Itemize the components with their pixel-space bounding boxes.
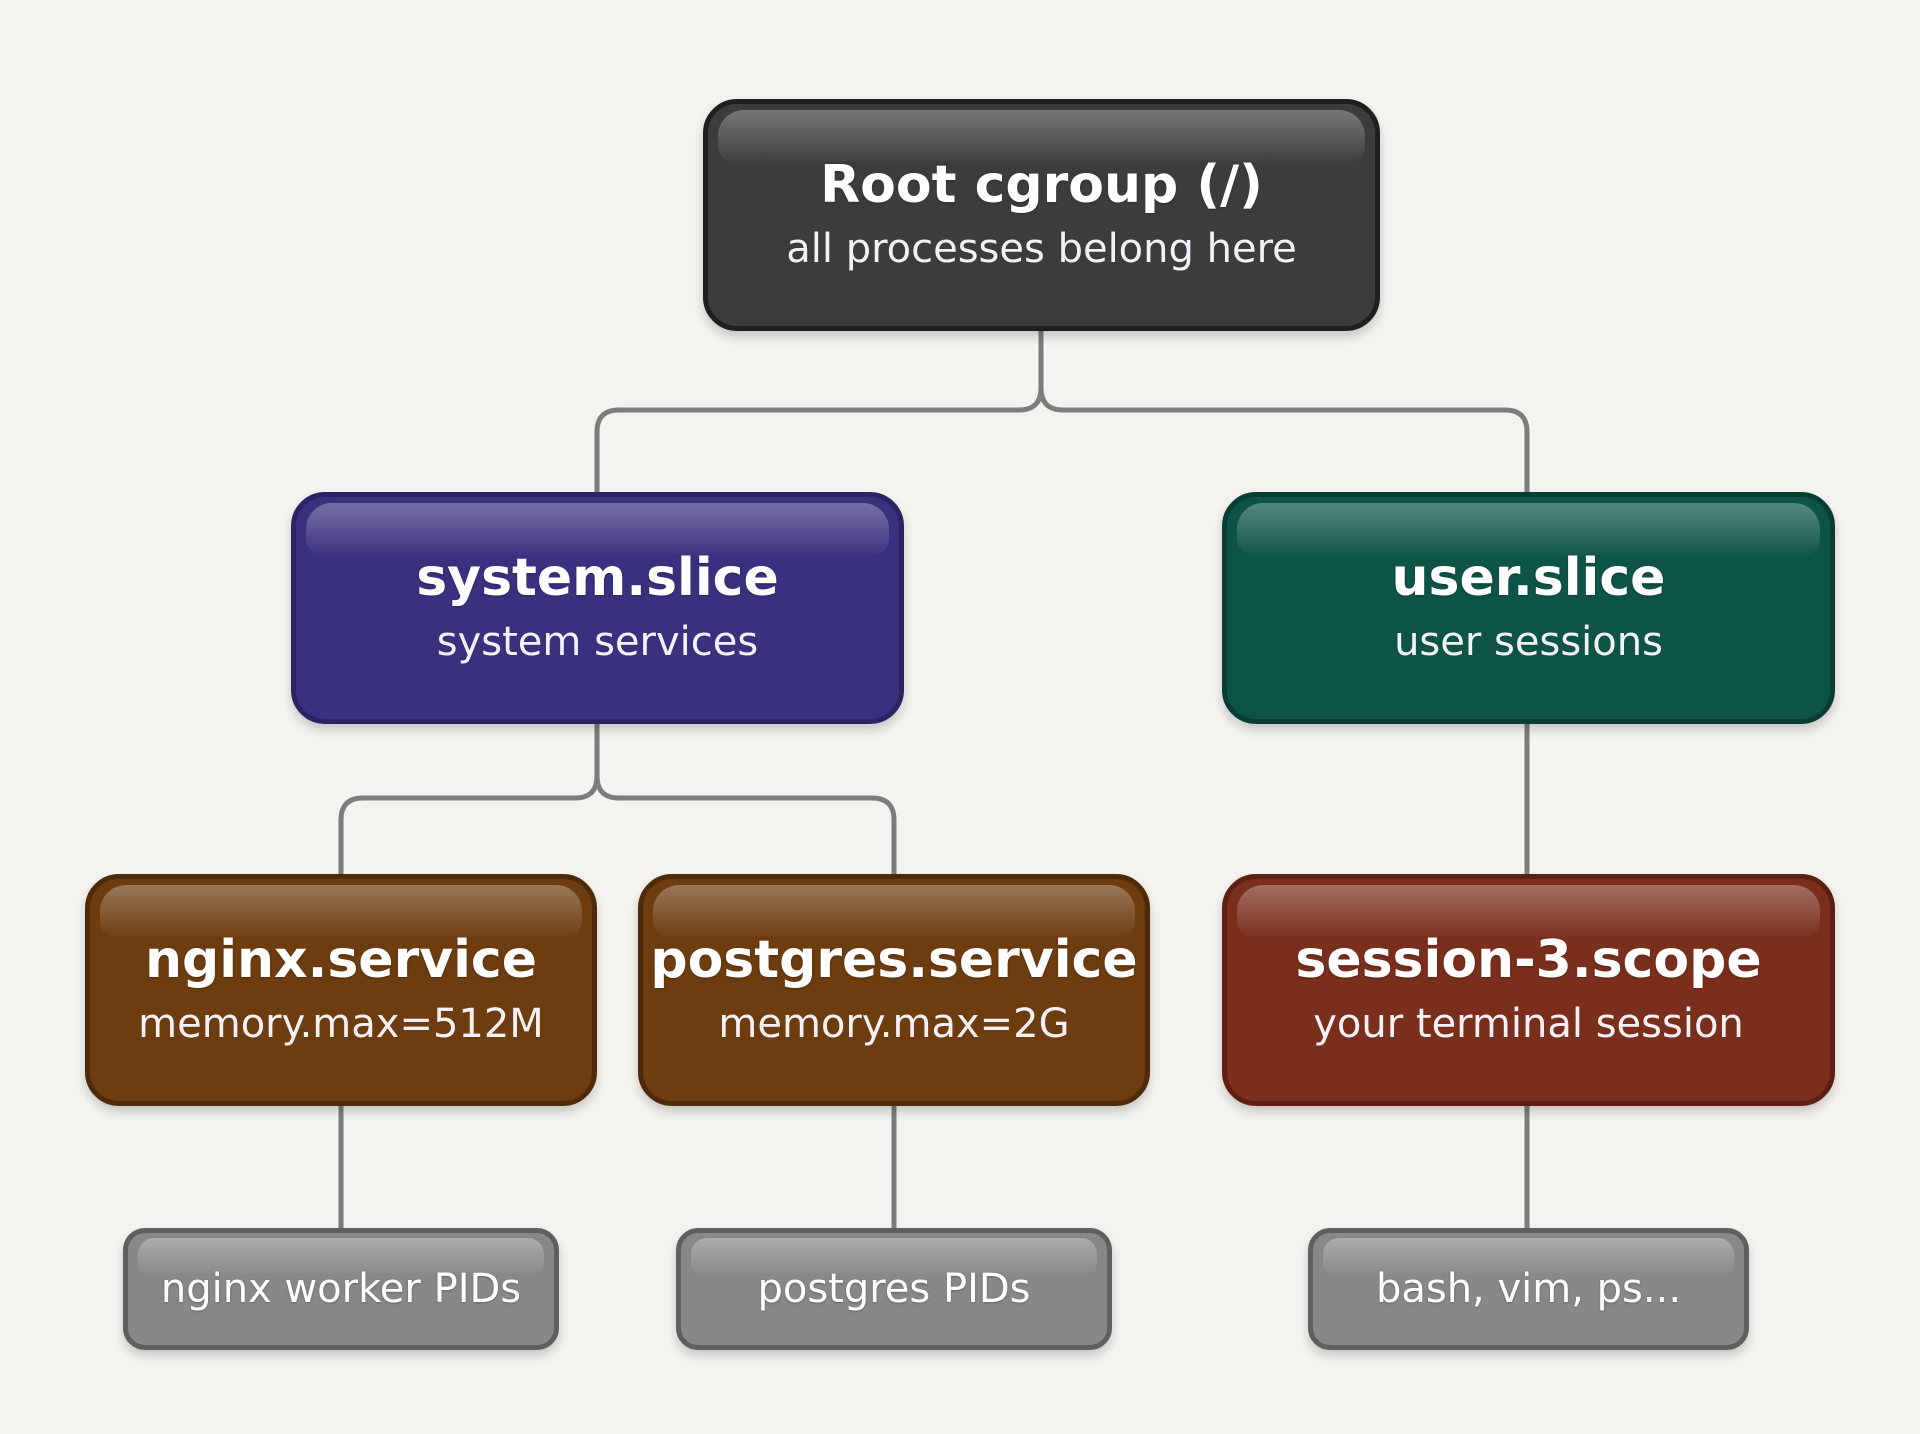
- node-title: postgres.service: [650, 930, 1138, 991]
- node-title: Root cgroup (/): [820, 155, 1263, 216]
- node-subtitle: your terminal session: [1313, 1000, 1744, 1047]
- user-slice-node: user.slice user sessions: [1222, 492, 1835, 724]
- node-title: session-3.scope: [1295, 930, 1762, 991]
- node-subtitle: memory.max=512M: [138, 1000, 544, 1047]
- node-title: user.slice: [1391, 548, 1666, 609]
- leaf-label: nginx worker PIDs: [160, 1266, 522, 1312]
- root-cgroup-node: Root cgroup (/) all processes belong her…: [703, 99, 1380, 331]
- node-subtitle: all processes belong here: [786, 225, 1297, 272]
- node-subtitle: memory.max=2G: [718, 1000, 1070, 1047]
- postgres-pids-leaf: postgres PIDs: [676, 1228, 1112, 1350]
- edge-root-to-user-slice: [1038, 328, 1530, 495]
- session-scope-node: session-3.scope your terminal session: [1222, 874, 1835, 1106]
- nginx-service-node: nginx.service memory.max=512M: [85, 874, 597, 1106]
- system-slice-node: system.slice system services: [291, 492, 904, 724]
- nginx-pids-leaf: nginx worker PIDs: [123, 1228, 559, 1350]
- edge-system-slice-to-nginx-service: [338, 721, 600, 877]
- postgres-service-node: postgres.service memory.max=2G: [638, 874, 1150, 1106]
- leaf-label: bash, vim, ps...: [1375, 1266, 1682, 1312]
- node-subtitle: user sessions: [1394, 618, 1663, 665]
- node-subtitle: system services: [436, 618, 759, 665]
- session-pids-leaf: bash, vim, ps...: [1308, 1228, 1749, 1350]
- node-title: nginx.service: [144, 930, 538, 991]
- leaf-label: postgres PIDs: [757, 1266, 1031, 1312]
- edge-system-slice-to-postgres-service: [594, 721, 897, 877]
- edge-root-to-system-slice: [594, 328, 1044, 495]
- node-title: system.slice: [416, 548, 779, 609]
